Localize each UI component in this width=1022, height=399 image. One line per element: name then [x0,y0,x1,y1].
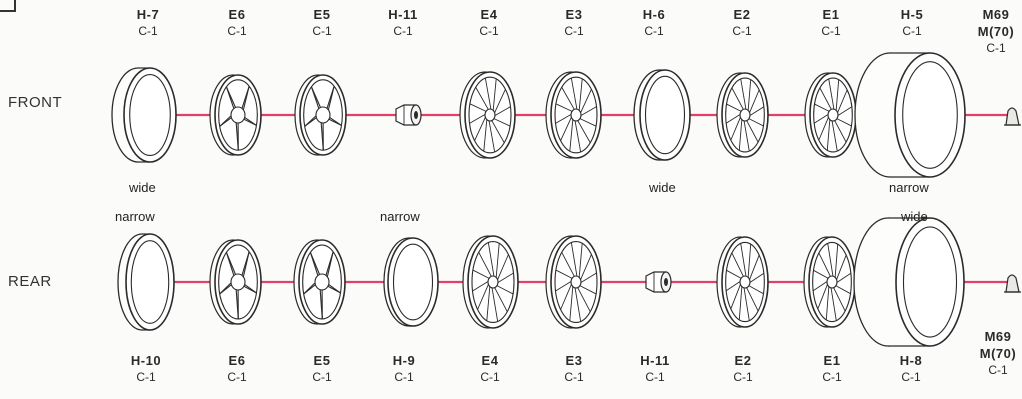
front-tyre-h7 [111,67,177,163]
front-tyre-h5 [854,52,966,178]
front-rim-e3 [545,71,602,159]
rear-rim-e6 [209,239,262,325]
front-end-cap [1004,107,1021,126]
front-tyre-h6 [633,69,691,161]
corner-mark [0,0,16,12]
front-rim-e6 [209,74,262,156]
rear-tyre-h8 [853,217,965,347]
rear-rim-e4 [462,235,519,329]
rear-note-narrow-h9: narrow [380,209,420,224]
rear-note-narrow-h10: narrow [115,209,155,224]
rear-rim-e3 [545,235,602,329]
rear-end-cap [1004,274,1021,293]
rear-rim-e1 [803,236,856,328]
front-note-narrow-h5: narrow [889,180,929,195]
front-hub-h11 [395,104,422,126]
front-note-wide-h7: wide [129,180,156,195]
rear-hub-h11 [645,271,672,293]
rear-rim-e2 [716,236,769,328]
rear-note-wide-h8: wide [901,209,928,224]
front-note-wide-h6: wide [649,180,676,195]
front-rim-e5 [294,74,347,156]
front-row-label: FRONT [8,94,63,111]
front-rim-e2 [716,72,769,158]
front-rim-e4 [459,71,516,159]
rear-rim-e5 [293,239,346,325]
rear-tyre-h9 [383,237,439,327]
rear-tyre-h10 [117,233,175,331]
front-rim-e1 [804,72,857,158]
rear-row-label: REAR [8,273,52,290]
